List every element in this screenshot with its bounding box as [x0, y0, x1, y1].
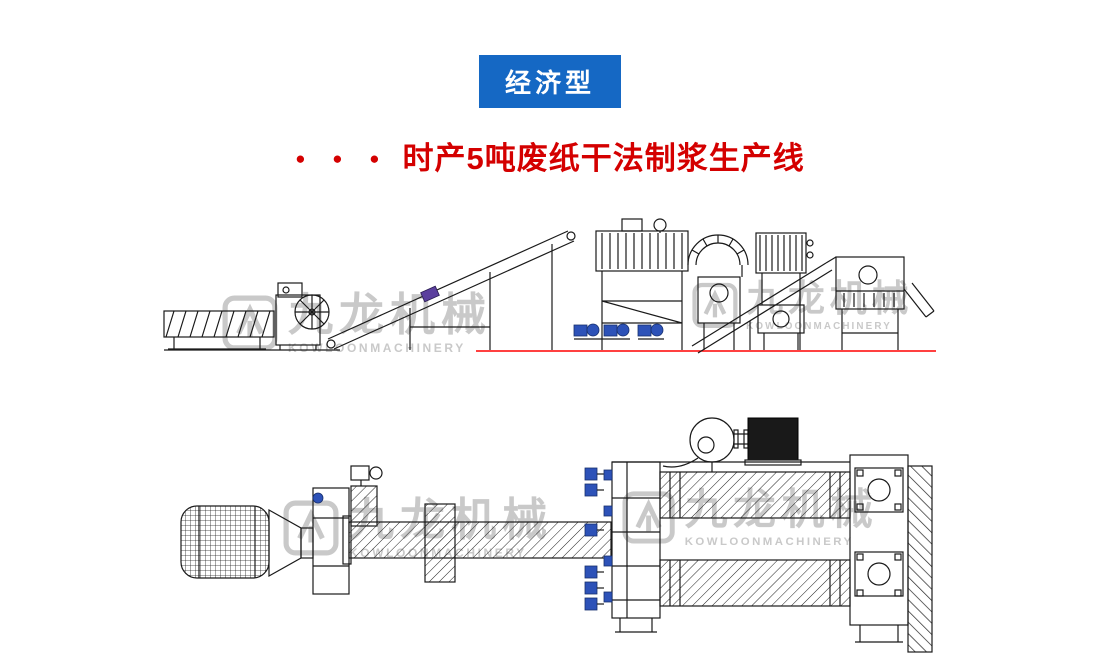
cyclone-separator: [662, 417, 749, 472]
bearing-assembly: [849, 454, 909, 643]
drive-motor: [744, 417, 802, 466]
bale-opener: [275, 282, 330, 350]
upper-screw-cylinder: [659, 471, 851, 519]
pulp-pumps: [573, 323, 664, 340]
separator-vessel: [697, 276, 741, 350]
magnetic-separator-part: [420, 285, 440, 303]
kowloon-logo-watermark-icon: [283, 500, 339, 556]
watermark: 九龙机械 KOWLOONMACHINERY: [692, 280, 913, 331]
page-title: ● ● ● 时产5吨废纸干法制浆生产线: [0, 133, 1100, 178]
watermark-name: 九龙机械: [288, 289, 493, 340]
discharge-incline-conveyor: [691, 262, 833, 354]
lower-screw-cylinder: [659, 559, 851, 607]
intake-drum: [180, 505, 270, 579]
watermark: 九龙机械 KOWLOONMACHINERY: [222, 292, 492, 354]
screening-tower: [595, 218, 689, 350]
watermark-subtitle: KOWLOONMACHINERY: [746, 320, 892, 332]
top-production-line-drawing: [163, 218, 936, 354]
title-text: 时产5吨废纸干法制浆生产线: [402, 141, 805, 176]
feeder-head: [350, 465, 383, 527]
feed-cone-and-stand: [268, 487, 350, 595]
inlet-manifold: [584, 467, 604, 611]
watermark-subtitle: KOWLOONMACHINERY: [684, 534, 854, 548]
inclined-conveyor: [326, 230, 576, 350]
economy-type-badge: 经济型: [478, 55, 622, 108]
louver-screen-box: [755, 232, 814, 350]
kowloon-logo-watermark-icon: [222, 295, 278, 351]
valve-knob: [312, 492, 324, 504]
title-bullets: ● ● ●: [295, 149, 391, 168]
screw-conveyor-pipe: [342, 503, 612, 583]
watermark-subtitle: KOWLOONMACHINERY: [288, 341, 466, 355]
main-frame: [611, 461, 850, 633]
bottom-equipment-assembly-drawing: [180, 417, 933, 653]
air-duct-bend: [687, 234, 749, 277]
dosing-machine: [825, 256, 935, 350]
feed-conveyor: [163, 310, 275, 350]
hatched-support-column: [907, 465, 933, 653]
watermark-name: 九龙机械: [746, 277, 914, 320]
frame-bolts: [603, 469, 613, 603]
